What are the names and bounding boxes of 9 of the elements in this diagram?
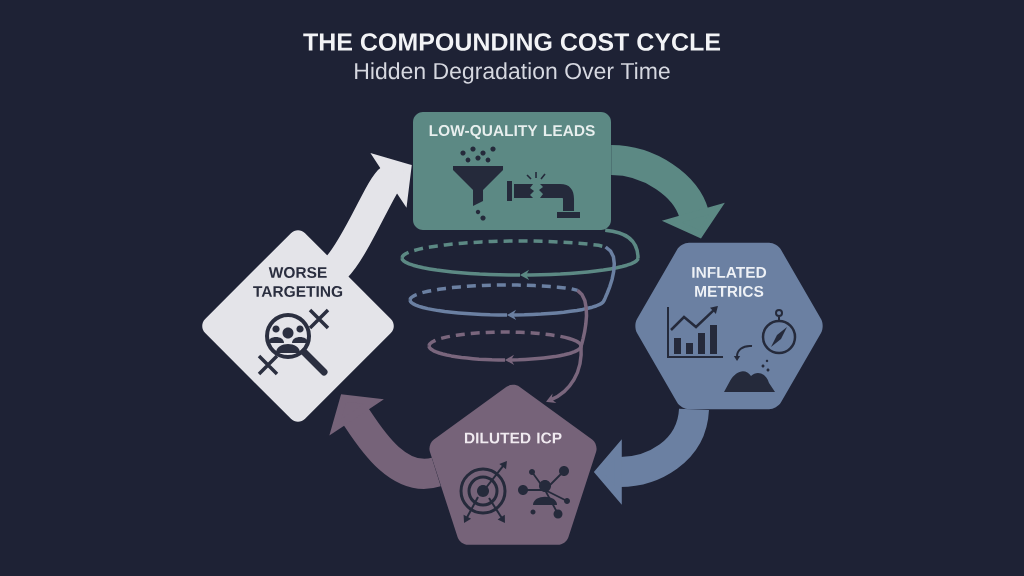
curved-arrow (329, 394, 440, 489)
curved-arrow (324, 153, 412, 278)
pentagon-box: DILUTED ICP (429, 384, 597, 545)
hexagon-box: INFLATED METRICS (635, 242, 823, 410)
diamond-box: WORSE TARGETING (202, 230, 394, 422)
title: THE COMPOUNDING COST CYCLE (303, 33, 721, 51)
subtitle: Hidden Degradation Over Time (355, 62, 670, 84)
rounded-box: LOW-QUALITY LEADS (413, 112, 611, 230)
spiral-arrow (400, 228, 640, 404)
